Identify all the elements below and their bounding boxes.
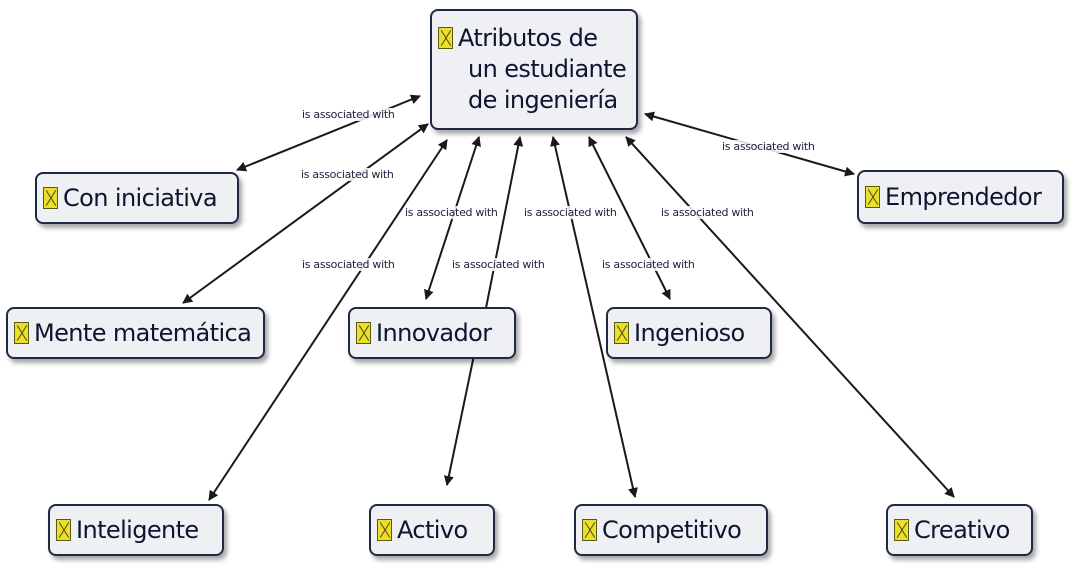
concept-node-inteligente[interactable]: Inteligente — [48, 504, 224, 556]
concept-resource-icon — [14, 322, 29, 344]
concept-label: Creativo — [914, 516, 1010, 544]
concept-node-ingenioso[interactable]: Ingenioso — [606, 307, 772, 359]
main-concept-node[interactable]: Atributos de un estudiante de ingeniería — [430, 9, 638, 130]
concept-node-competitivo[interactable]: Competitivo — [574, 504, 768, 556]
edge-inteligente — [208, 139, 448, 501]
concept-resource-icon — [43, 187, 58, 209]
concept-resource-icon — [356, 322, 371, 344]
edge-competitivo — [550, 136, 638, 498]
concept-label: Competitivo — [602, 516, 742, 544]
concept-label: Mente matemática — [34, 319, 252, 347]
main-concept-line-2: un estudiante — [468, 55, 627, 83]
edge-creativo — [625, 136, 955, 498]
concept-node-mente-matematica[interactable]: Mente matemática — [6, 307, 265, 359]
link-label-mente-matematica: is associated with — [301, 168, 394, 181]
concept-label: Ingenioso — [634, 319, 745, 347]
concept-resource-icon — [582, 519, 597, 541]
link-label-competitivo: is associated with — [524, 206, 617, 219]
concept-label: Emprendedor — [885, 183, 1042, 211]
link-label-inteligente: is associated with — [302, 258, 395, 271]
link-label-emprendedor: is associated with — [722, 140, 815, 153]
concept-label: Innovador — [376, 319, 492, 347]
concept-label: Activo — [397, 516, 468, 544]
concept-node-innovador[interactable]: Innovador — [348, 307, 516, 359]
concept-resource-icon — [377, 519, 392, 541]
link-label-creativo: is associated with — [661, 206, 754, 219]
main-concept-title: Atributos de un estudiante de ingeniería — [458, 23, 627, 116]
concept-resource-icon — [438, 27, 453, 49]
main-concept-line-1: Atributos de — [458, 24, 598, 52]
main-concept-line-3: de ingeniería — [468, 86, 618, 114]
link-label-innovador: is associated with — [405, 206, 498, 219]
concept-node-emprendedor[interactable]: Emprendedor — [857, 170, 1064, 224]
concept-label: Con iniciativa — [63, 184, 218, 212]
concept-resource-icon — [614, 322, 629, 344]
link-label-activo: is associated with — [452, 258, 545, 271]
concept-resource-icon — [894, 519, 909, 541]
concept-resource-icon — [865, 186, 880, 208]
concept-label: Inteligente — [76, 516, 199, 544]
concept-resource-icon — [56, 519, 71, 541]
concept-node-con-iniciativa[interactable]: Con iniciativa — [35, 172, 239, 224]
link-label-ingenioso: is associated with — [602, 258, 695, 271]
concept-node-creativo[interactable]: Creativo — [886, 504, 1033, 556]
concept-node-activo[interactable]: Activo — [369, 504, 495, 556]
link-label-con-iniciativa: is associated with — [302, 108, 395, 121]
